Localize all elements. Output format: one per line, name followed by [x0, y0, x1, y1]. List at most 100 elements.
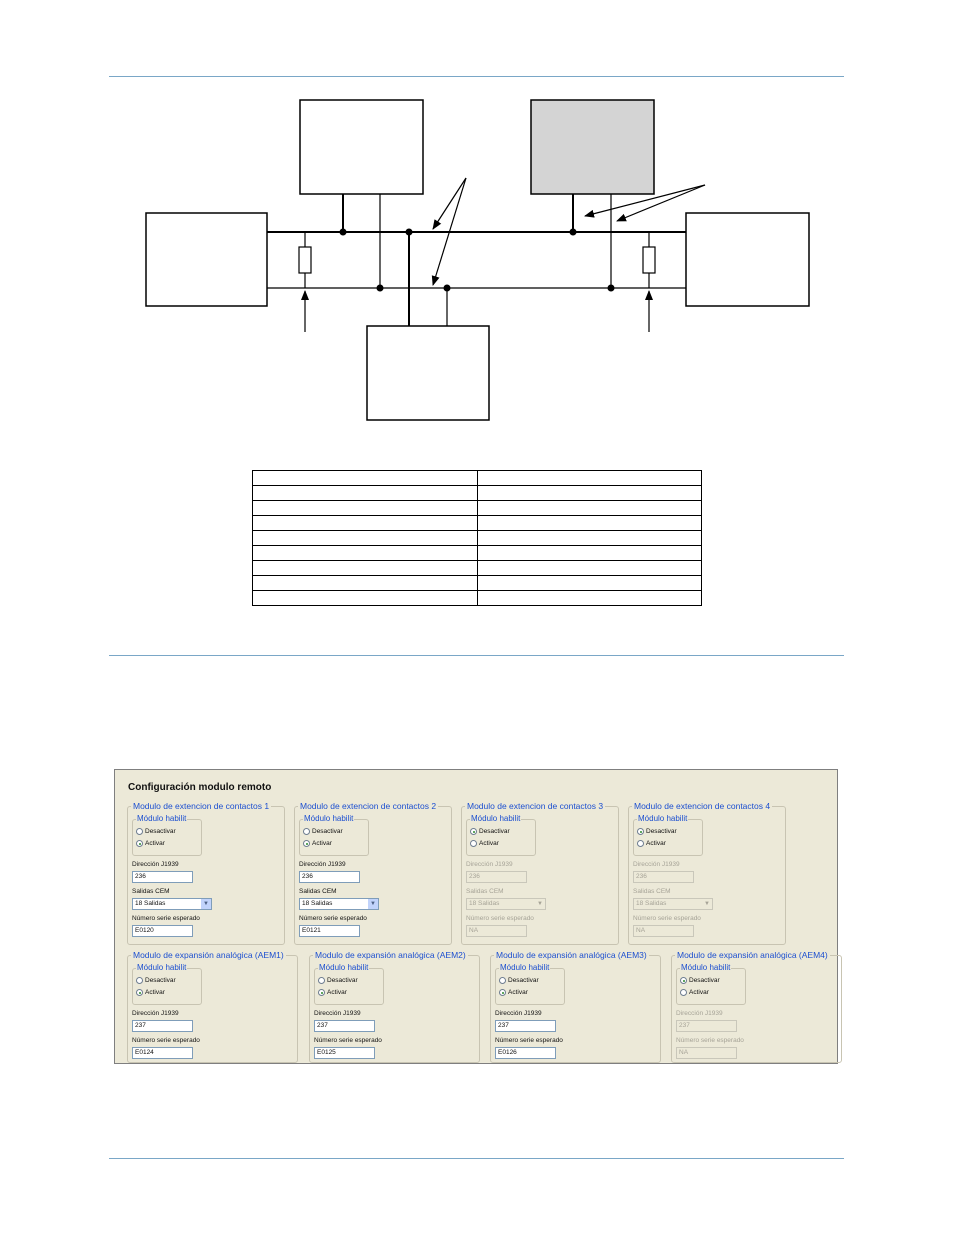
table-cell: [252, 590, 478, 606]
radio-circle[interactable]: [136, 840, 143, 847]
j1939-address-input[interactable]: 237: [495, 1020, 556, 1032]
radio-deactivate[interactable]: Desactivar: [637, 828, 677, 835]
radio-deactivate[interactable]: Desactivar: [499, 977, 539, 984]
radio-circle[interactable]: [499, 977, 506, 984]
serial-number-input[interactable]: E0124: [132, 1047, 193, 1059]
chevron-down-icon[interactable]: ▼: [368, 899, 378, 909]
radio-deactivate[interactable]: Desactivar: [136, 828, 176, 835]
serial-number-label: Número serie esperado: [132, 915, 200, 922]
radio-circle[interactable]: [318, 977, 325, 984]
module-enable-title: Módulo habilit: [136, 814, 188, 823]
j1939-address-input[interactable]: 237: [132, 1020, 193, 1032]
cem-outputs-label: Salidas CEM: [466, 888, 504, 895]
analog-module-group-1: Modulo de expansión analógica (AEM1)Módu…: [127, 950, 298, 1063]
chevron-down-icon[interactable]: ▼: [702, 899, 712, 909]
radio-label: Activar: [145, 989, 165, 997]
table-row: [252, 590, 702, 606]
table-cell: [476, 485, 702, 501]
table-row: [252, 485, 702, 501]
chevron-down-icon[interactable]: ▼: [535, 899, 545, 909]
cem-outputs-value: 18 Salidas: [636, 900, 667, 907]
radio-circle[interactable]: [470, 828, 477, 835]
radio-label: Activar: [689, 989, 709, 997]
j1939-address-input[interactable]: 236: [466, 871, 527, 883]
j1939-address-input[interactable]: 236: [633, 871, 694, 883]
analog-module-group-4: Modulo de expansión analógica (AEM4)Módu…: [671, 950, 842, 1063]
radio-circle[interactable]: [637, 828, 644, 835]
radio-activate[interactable]: Activar: [318, 989, 347, 996]
radio-circle[interactable]: [136, 828, 143, 835]
radio-activate[interactable]: Activar: [499, 989, 528, 996]
radio-deactivate[interactable]: Desactivar: [318, 977, 358, 984]
serial-number-input[interactable]: E0125: [314, 1047, 375, 1059]
radio-activate[interactable]: Activar: [136, 840, 165, 847]
table-cell: [476, 530, 702, 546]
radio-circle[interactable]: [303, 840, 310, 847]
table-row: [252, 575, 702, 591]
cem-outputs-select[interactable]: 18 Salidas▼: [299, 898, 379, 910]
j1939-address-input[interactable]: 236: [299, 871, 360, 883]
junction-dots: [339, 228, 615, 292]
section-rule: [109, 655, 844, 656]
table-cell: [476, 470, 702, 486]
module-enable-title: Módulo habilit: [680, 963, 732, 972]
table-cell: [252, 530, 478, 546]
serial-number-input[interactable]: NA: [633, 925, 694, 937]
cem-outputs-select[interactable]: 18 Salidas▼: [132, 898, 212, 910]
j1939-address-input[interactable]: 237: [676, 1020, 737, 1032]
radio-activate[interactable]: Activar: [136, 989, 165, 996]
module-enable-title: Módulo habilit: [637, 814, 689, 823]
serial-number-input[interactable]: E0126: [495, 1047, 556, 1059]
radio-deactivate[interactable]: Desactivar: [303, 828, 343, 835]
table-cell: [476, 590, 702, 606]
radio-deactivate[interactable]: Desactivar: [680, 977, 720, 984]
radio-circle[interactable]: [303, 828, 310, 835]
serial-number-input[interactable]: NA: [676, 1047, 737, 1059]
radio-activate[interactable]: Activar: [470, 840, 499, 847]
radio-deactivate[interactable]: Desactivar: [470, 828, 510, 835]
serial-number-label: Número serie esperado: [495, 1037, 563, 1044]
cem-outputs-select[interactable]: 18 Salidas▼: [466, 898, 546, 910]
table-cell: [252, 560, 478, 576]
radio-activate[interactable]: Activar: [303, 840, 332, 847]
radio-circle[interactable]: [470, 840, 477, 847]
serial-number-input[interactable]: E0120: [132, 925, 193, 937]
group-title: Modulo de extencion de contactos 3: [465, 801, 606, 811]
serial-number-label: Número serie esperado: [466, 915, 534, 922]
node-box-bottom: [366, 325, 490, 421]
radio-circle[interactable]: [680, 989, 687, 996]
radio-circle[interactable]: [318, 989, 325, 996]
chevron-down-icon[interactable]: ▼: [201, 899, 211, 909]
j1939-address-label: Dirección J1939: [676, 1010, 723, 1017]
radio-label: Activar: [508, 989, 528, 997]
radio-activate[interactable]: Activar: [680, 989, 709, 996]
table-cell: [476, 575, 702, 591]
contact-module-group-1: Modulo de extencion de contactos 1 Módulo…: [127, 801, 285, 945]
radio-label: Desactivar: [327, 977, 358, 985]
j1939-address-label: Dirección J1939: [495, 1010, 542, 1017]
table-cell: [252, 470, 478, 486]
callout-arrows: [301, 177, 706, 332]
panel-title: Configuración modulo remoto: [128, 782, 272, 793]
j1939-address-input[interactable]: 237: [314, 1020, 375, 1032]
cem-outputs-select[interactable]: 18 Salidas ▼: [633, 898, 713, 910]
table-cell: [252, 515, 478, 531]
radio-circle[interactable]: [136, 989, 143, 996]
radio-circle[interactable]: [499, 989, 506, 996]
group-title: Modulo de extencion de contactos 2: [298, 801, 439, 811]
serial-number-input[interactable]: E0121: [299, 925, 360, 937]
table-cell: [476, 560, 702, 576]
radio-circle[interactable]: [637, 840, 644, 847]
table-cell: [476, 515, 702, 531]
radio-circle[interactable]: [680, 977, 687, 984]
radio-activate[interactable]: Activar: [637, 840, 666, 847]
table-row: [252, 530, 702, 546]
node-box-top-left: [299, 99, 424, 195]
j1939-address-input[interactable]: 236: [132, 871, 193, 883]
radio-deactivate[interactable]: Desactivar: [136, 977, 176, 984]
group-title: Modulo de extencion de contactos 1: [131, 801, 272, 811]
radio-circle[interactable]: [136, 977, 143, 984]
serial-number-input[interactable]: NA: [466, 925, 527, 937]
